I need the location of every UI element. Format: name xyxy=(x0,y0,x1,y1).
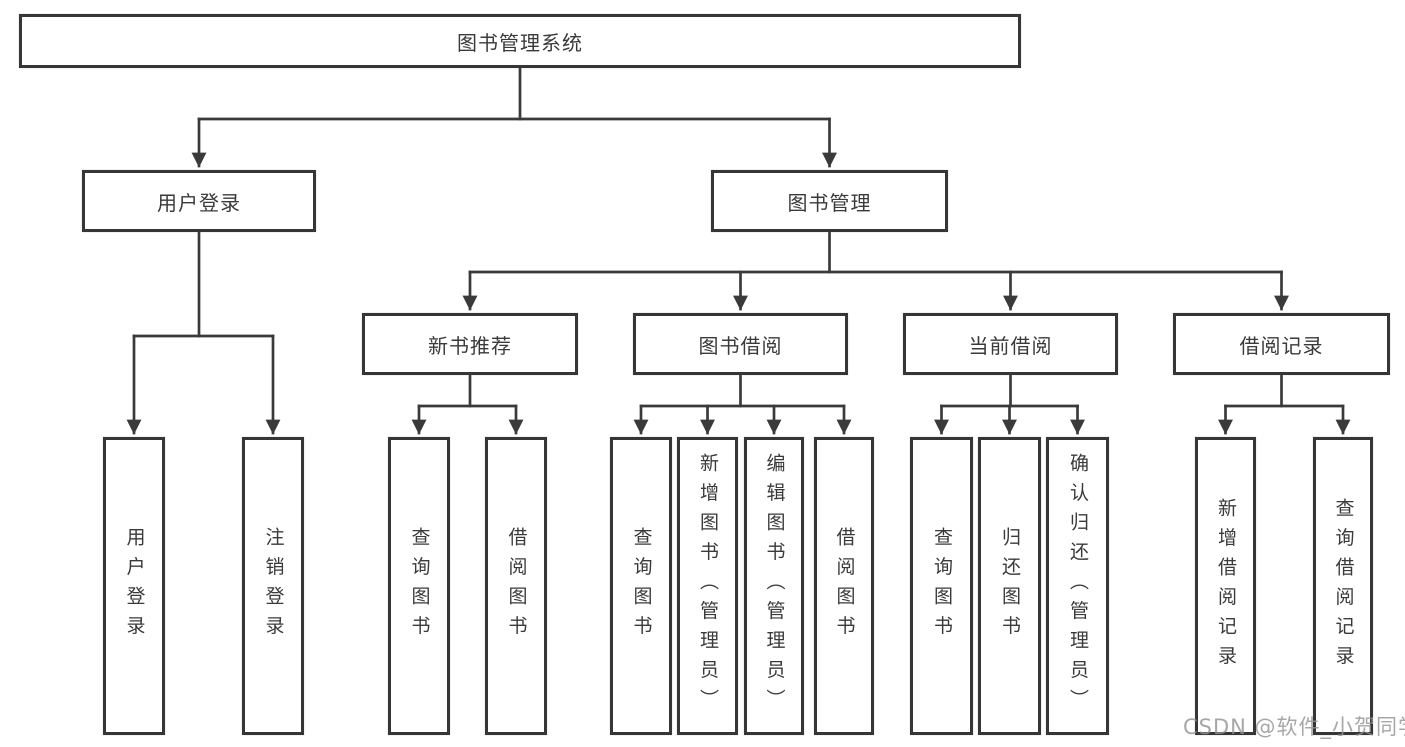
node-new-book-recommend-label: 新书推荐 xyxy=(428,333,512,358)
leaf-borrow-edit-books-admin: 编辑图书（管理员） xyxy=(744,437,804,735)
leaf-newbook-borrow-books: 借阅图书 xyxy=(485,437,547,735)
leaf-borrow-edit-books-admin-label: 编辑图书（管理员） xyxy=(763,453,786,719)
leaf-newbook-query-books-label: 查询图书 xyxy=(408,527,431,645)
node-borrowing-records-label: 借阅记录 xyxy=(1239,333,1324,358)
node-library-system: 图书管理系统 xyxy=(19,14,1021,68)
leaf-newbook-query-books: 查询图书 xyxy=(388,437,450,735)
node-book-management: 图书管理 xyxy=(711,170,948,232)
leaf-current-query-books: 查询图书 xyxy=(910,437,973,735)
leaf-borrow-query-books-label: 查询图书 xyxy=(630,527,653,645)
node-current-borrowing: 当前借阅 xyxy=(903,313,1118,375)
leaf-current-return-books: 归还图书 xyxy=(978,437,1041,735)
leaf-logout: 注销登录 xyxy=(242,437,304,735)
node-borrowing-records: 借阅记录 xyxy=(1173,313,1390,375)
leaf-current-return-books-label: 归还图书 xyxy=(999,527,1021,645)
node-user-login: 用户登录 xyxy=(82,170,316,232)
leaf-borrow-borrow-books-label: 借阅图书 xyxy=(833,527,856,645)
leaf-records-add-record: 新增借阅记录 xyxy=(1195,437,1256,735)
leaf-records-add-record-label: 新增借阅记录 xyxy=(1215,497,1237,675)
node-new-book-recommend: 新书推荐 xyxy=(362,313,578,375)
leaf-borrow-add-books-admin: 新增图书（管理员） xyxy=(677,437,738,735)
node-user-login-label: 用户登录 xyxy=(157,190,241,215)
node-book-borrowing-label: 图书借阅 xyxy=(698,333,783,358)
leaf-user-login-label: 用户登录 xyxy=(123,527,146,645)
leaf-borrow-query-books: 查询图书 xyxy=(610,437,672,735)
leaf-records-query-record-label: 查询借阅记录 xyxy=(1332,497,1355,675)
leaf-current-confirm-return-admin-label: 确认归还（管理员） xyxy=(1067,453,1089,719)
leaf-logout-label: 注销登录 xyxy=(262,527,285,645)
leaf-borrow-borrow-books: 借阅图书 xyxy=(814,437,874,735)
node-current-borrowing-label: 当前借阅 xyxy=(968,333,1053,358)
leaf-current-query-books-label: 查询图书 xyxy=(931,527,953,645)
leaf-records-query-record: 查询借阅记录 xyxy=(1313,437,1373,735)
node-library-system-label: 图书管理系统 xyxy=(457,30,583,55)
leaf-user-login: 用户登录 xyxy=(103,437,165,735)
node-book-borrowing: 图书借阅 xyxy=(633,313,848,375)
node-book-management-label: 图书管理 xyxy=(787,190,872,215)
csdn-watermark: CSDN @软件_小贺同学 xyxy=(1183,715,1405,739)
leaf-current-confirm-return-admin: 确认归还（管理员） xyxy=(1046,437,1109,735)
leaf-borrow-add-books-admin-label: 新增图书（管理员） xyxy=(697,453,719,719)
leaf-newbook-borrow-books-label: 借阅图书 xyxy=(505,527,528,645)
